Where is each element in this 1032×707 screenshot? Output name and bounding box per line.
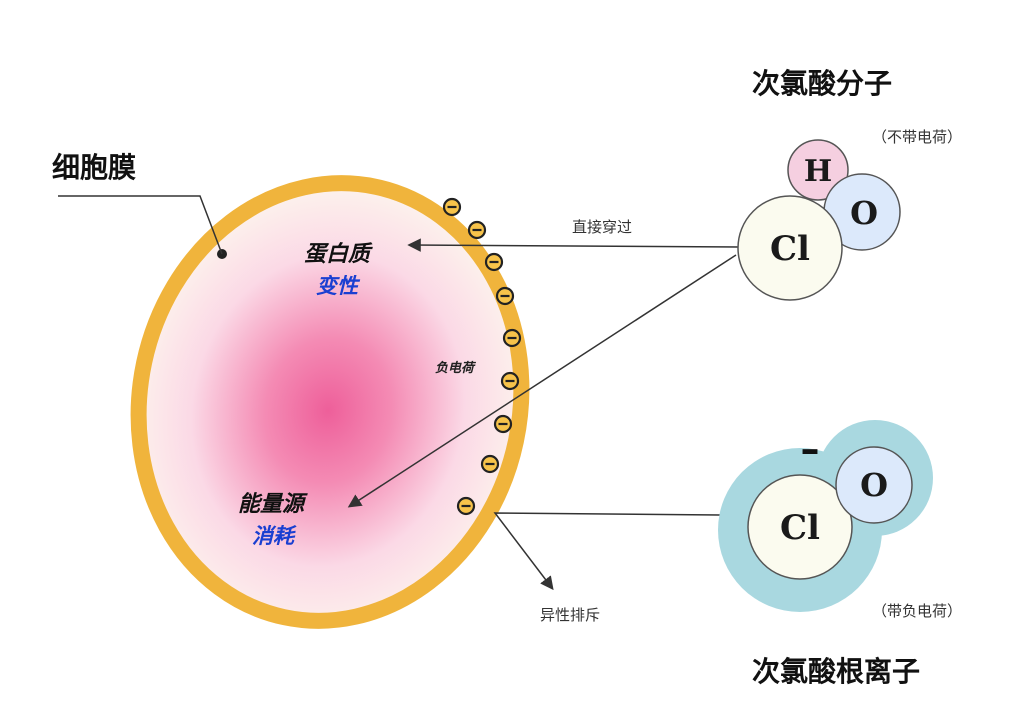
- denature-label: 变性: [316, 274, 358, 298]
- hocl-h-atom: [787, 139, 849, 201]
- ocl-cl-atom: [747, 474, 853, 580]
- ocl-o-atom: [835, 446, 913, 524]
- hocl-o-symbol: O: [850, 194, 878, 232]
- repel-label: 异性排斥: [540, 606, 601, 624]
- hocl-molecule: H O Cl: [737, 139, 901, 301]
- hocl-h-symbol: H: [804, 154, 832, 189]
- ocl-cl-symbol: Cl: [780, 508, 820, 548]
- protein-label: 蛋白质: [304, 242, 371, 267]
- pass-through-arrow: [407, 238, 741, 252]
- negative-charge-label: 负电荷: [435, 361, 475, 376]
- energy-arrow: [347, 254, 737, 508]
- pass-through-label: 直接穿过: [572, 218, 633, 236]
- negative-charge-markers: [442, 197, 522, 516]
- ocl-charge-sign: –: [801, 427, 820, 471]
- membrane-label: 细胞膜: [52, 151, 137, 184]
- ocl-o-symbol: O: [860, 466, 888, 504]
- energy-source-label: 能量源: [238, 492, 305, 517]
- hocl-cl-symbol: Cl: [770, 229, 810, 269]
- repel-arrow: [493, 512, 721, 591]
- hocl-title: 次氯酸分子: [752, 67, 893, 100]
- hocl-cl-atom: [737, 195, 843, 301]
- hocl-charge-note: （不带电荷）: [872, 128, 963, 146]
- hypochlorite-ion: Cl O –: [718, 420, 933, 612]
- ocl-title: 次氯酸根离子: [752, 655, 921, 688]
- membrane-leader-line: [58, 195, 223, 255]
- ocl-charge-note: （带负电荷）: [872, 602, 963, 620]
- cell: [130, 175, 530, 629]
- cell-membrane: [130, 175, 530, 629]
- consume-label: 消耗: [252, 524, 294, 548]
